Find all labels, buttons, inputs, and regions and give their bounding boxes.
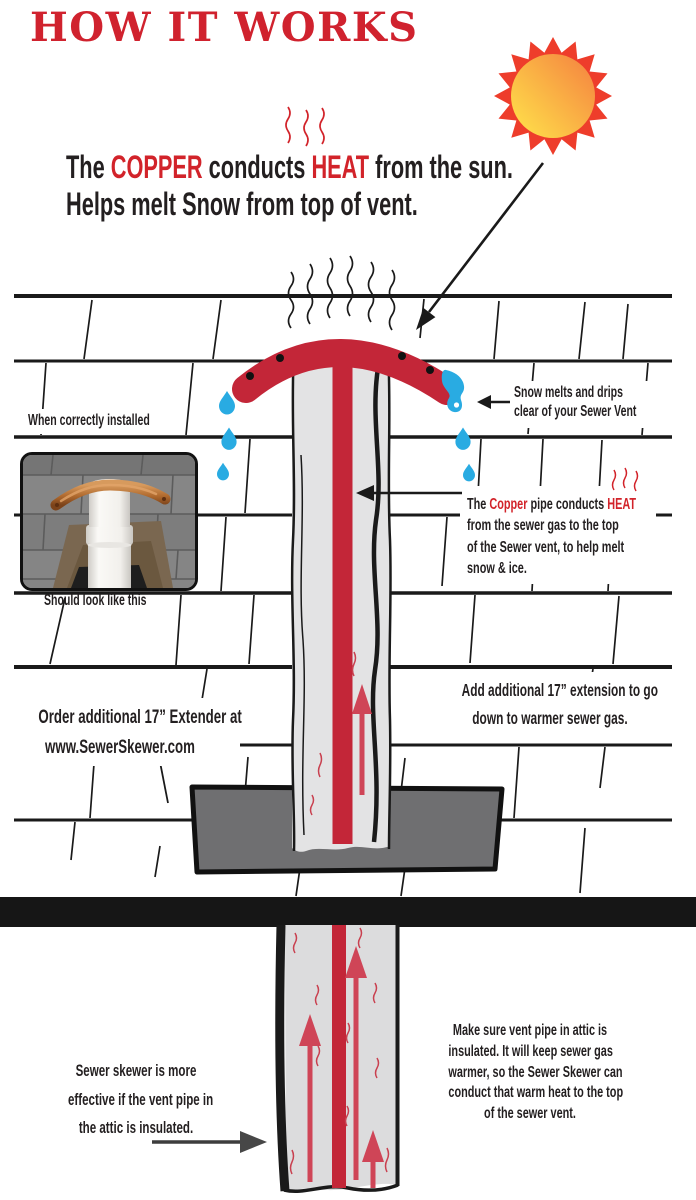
attic-left-note: Sewer skewer is more effective if the ve…: [68, 1057, 214, 1143]
sewer-gas-squiggles-upper: [309, 651, 357, 816]
pipe-texture-right: [370, 367, 381, 843]
heat-squiggles-red-note: [611, 467, 639, 492]
order-website: www.SewerSkewer.com: [45, 736, 195, 758]
attic-right-line4: conduct that warm heat to the top: [448, 1084, 624, 1102]
add-extension-note: Add additional 17” extension to go down …: [461, 676, 658, 732]
order-line1: Order additional 17” Extender at: [38, 706, 242, 728]
copper-pipe-line3: of the Sewer vent, to help melt: [467, 538, 625, 556]
page-title: HOW IT WORKS: [30, 4, 419, 51]
drips-arrow: [477, 395, 510, 409]
roof-deck-band: [0, 897, 696, 927]
attic-right-line3: warmer, so the Sewer Skewer can: [448, 1063, 623, 1081]
copper-rod-attic: [332, 925, 346, 1188]
heat-rise-arrows-attic: [299, 946, 384, 1188]
copper-pipe-note: The Copper pipe conducts HEAT from the s…: [467, 494, 636, 580]
cap-rivets: [246, 352, 434, 380]
copper-pipe-line1: The Copper pipe conducts HEAT: [467, 496, 637, 513]
snow-melts-note: Snow melts and drips clear of your Sewer…: [514, 384, 636, 421]
attic-right-line5: of the sewer vent.: [484, 1105, 576, 1123]
attic-right-note: Make sure vent pipe in attic is insulate…: [448, 1021, 624, 1125]
headline-line1: The COPPER conducts HEAT from the sun.: [66, 149, 513, 185]
attic-pipe-bottom-edge: [283, 1183, 399, 1193]
order-leader-line: [159, 761, 169, 804]
heat-squiggles-red-top: [285, 106, 325, 147]
water-drop-icon: [463, 463, 475, 482]
copper-cap: [232, 339, 461, 405]
installed-photo: [20, 452, 198, 591]
water-drop-icon: [221, 427, 237, 450]
installed-caption-above: When correctly installed: [28, 412, 150, 429]
sun-icon: [494, 37, 612, 155]
attic-left-line1: Sewer skewer is more: [75, 1061, 197, 1080]
attic-left-line3: the attic is insulated.: [78, 1118, 194, 1137]
copper-pipe-line4: snow & ice.: [467, 560, 527, 578]
attic-right-line2: insulated. It will keep sewer gas: [448, 1042, 613, 1060]
sewer-gas-squiggles-attic: [289, 927, 390, 1175]
pipe-right-edge: [387, 361, 392, 850]
photo-pvc-pipe: [86, 479, 133, 588]
shingle-joint-lines: [40, 298, 649, 897]
installed-caption-below: Should look like this: [44, 592, 147, 609]
extension-line2: down to warmer sewer gas.: [472, 708, 628, 728]
heat-squiggles-above-cap: [287, 255, 396, 331]
extension-line1: Add additional 17” extension to go: [461, 680, 658, 700]
water-drop-icon: [455, 427, 471, 450]
vent-pipe-upper: [290, 350, 392, 852]
water-spill-icon: [441, 369, 465, 413]
water-drop-icon: [219, 391, 235, 415]
photo-copper-bar: [50, 479, 171, 511]
heat-rise-arrow-upper: [352, 684, 372, 795]
installed-photo-art: [23, 455, 195, 588]
order-extender-note: Order additional 17” Extender at www.Sew…: [38, 702, 242, 762]
water-drop-icon: [217, 462, 229, 481]
copper-rod: [332, 350, 353, 844]
water-drops: [217, 369, 475, 482]
headline: The COPPER conducts HEAT from the sun. H…: [66, 149, 513, 223]
copper-pipe-arrow: [356, 485, 462, 501]
snow-melts-line2: clear of your Sewer Vent: [514, 402, 637, 420]
pipe-left-edge: [290, 361, 296, 852]
attic-note-arrow: [152, 1131, 267, 1153]
vent-pipe-attic: [275, 924, 400, 1193]
attic-right-line1: Make sure vent pipe in attic is: [452, 1022, 608, 1039]
headline-line2: Helps melt Snow from top of vent.: [66, 186, 418, 222]
text-backgrounds: [0, 381, 680, 766]
sun-arrow: [416, 162, 545, 330]
attic-pipe-left-edge: [275, 924, 290, 1192]
attic-left-line2: effective if the vent pipe in: [68, 1089, 214, 1109]
copper-pipe-line2: from the sewer gas to the top: [467, 517, 619, 535]
snow-melts-line1: Snow melts and drips: [514, 384, 623, 401]
pipe-texture-left: [300, 454, 306, 836]
